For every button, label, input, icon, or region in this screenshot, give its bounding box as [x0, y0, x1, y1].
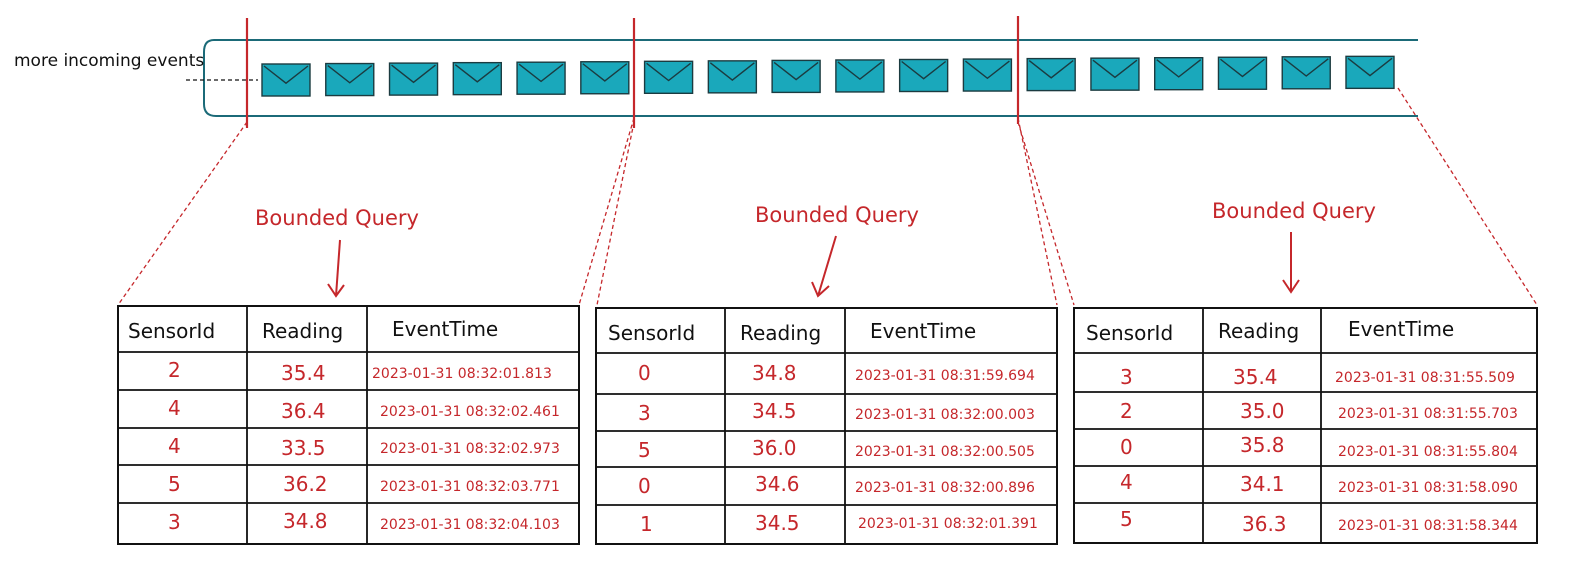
- sensor-id-cell: 1: [640, 512, 653, 536]
- window-markers: [245, 16, 1020, 128]
- envelope-icon: [1345, 55, 1395, 90]
- sensor-id-cell: 5: [168, 472, 181, 496]
- envelope-icon: [452, 61, 502, 96]
- column-header: SensorId: [128, 319, 215, 343]
- down-arrow-icon: [811, 235, 837, 298]
- reading-cell: 34.6: [755, 472, 800, 496]
- sensor-id-cell: 0: [638, 474, 651, 498]
- envelope-icon: [325, 62, 375, 97]
- reading-cell: 36.2: [283, 472, 328, 496]
- column-header: Reading: [1218, 319, 1299, 343]
- projection-line: [596, 121, 635, 306]
- column-header: EventTime: [870, 319, 976, 343]
- column-header: EventTime: [1348, 317, 1454, 341]
- event-time-cell: 2023-01-31 08:32:00.896: [855, 480, 1035, 496]
- column-header: SensorId: [608, 321, 695, 345]
- sensor-id-cell: 5: [1120, 507, 1133, 531]
- envelope-icon: [1217, 56, 1268, 90]
- envelope-icon: [707, 60, 758, 94]
- sensor-id-cell: 4: [168, 396, 181, 420]
- sensor-id-cell: 0: [1120, 435, 1133, 459]
- event-time-cell: 2023-01-31 08:31:58.344: [1338, 518, 1518, 534]
- envelope-icon: [1090, 57, 1140, 91]
- column-header: SensorId: [1086, 321, 1173, 345]
- event-time-cell: 2023-01-31 08:32:01.813: [372, 366, 552, 382]
- envelope-icon: [835, 59, 885, 93]
- reading-cell: 34.1: [1240, 472, 1285, 496]
- envelope-icon: [962, 58, 1013, 92]
- reading-cell: 34.8: [752, 361, 797, 385]
- sensor-id-cell: 0: [638, 361, 651, 385]
- envelope-icon: [898, 58, 949, 93]
- projection-lines: [117, 87, 1538, 306]
- bounded-query-label: Bounded Query: [255, 206, 419, 230]
- stream-pipe: [203, 39, 1418, 117]
- envelope-icon: [388, 62, 439, 96]
- sensor-id-cell: 3: [1120, 365, 1133, 389]
- reading-cell: 34.5: [755, 511, 800, 535]
- reading-cell: 35.0: [1240, 399, 1285, 423]
- envelope-icon: [516, 61, 566, 95]
- event-time-cell: 2023-01-31 08:32:03.771: [380, 479, 560, 495]
- projection-line: [578, 117, 635, 306]
- event-time-cell: 2023-01-31 08:32:04.103: [380, 517, 560, 533]
- table-frame: [117, 305, 580, 545]
- event-time-cell: 2023-01-31 08:32:00.505: [855, 444, 1035, 460]
- column-header: Reading: [740, 321, 821, 345]
- incoming-events-label: more incoming events: [14, 51, 204, 71]
- down-arrow-icon: [1282, 232, 1300, 294]
- query-labels: Bounded Query Bounded Query Bounded Quer…: [255, 199, 1376, 298]
- event-time-cell: 2023-01-31 08:31:59.694: [855, 368, 1035, 384]
- envelope-icon: [261, 63, 311, 97]
- envelope-row: [261, 55, 1395, 97]
- query-result-table-1: SensorId Reading EventTime 2 35.4 2023-0…: [117, 305, 580, 545]
- event-time-cell: 2023-01-31 08:31:55.509: [1335, 370, 1515, 386]
- reading-cell: 35.8: [1240, 433, 1285, 457]
- bounded-query-label: Bounded Query: [1212, 199, 1376, 223]
- sensor-id-cell: 5: [638, 438, 651, 462]
- reading-cell: 36.4: [281, 399, 326, 423]
- bounded-query-label: Bounded Query: [755, 203, 919, 227]
- reading-cell: 34.5: [752, 399, 797, 423]
- projection-line: [1397, 87, 1538, 306]
- reading-cell: 33.5: [281, 436, 326, 460]
- envelope-icon: [643, 60, 694, 94]
- envelope-icon: [1281, 56, 1331, 90]
- sensor-id-cell: 2: [168, 358, 181, 382]
- event-time-cell: 2023-01-31 08:32:02.461: [380, 404, 560, 420]
- envelope-icon: [771, 59, 821, 94]
- sensor-id-cell: 3: [168, 510, 181, 534]
- projection-line: [1017, 117, 1058, 306]
- event-time-cell: 2023-01-31 08:31:58.090: [1338, 480, 1518, 496]
- down-arrow-icon: [327, 239, 345, 298]
- envelope-icon: [1026, 57, 1076, 92]
- query-result-table-2: SensorId Reading EventTime 0 34.8 2023-0…: [595, 307, 1058, 545]
- projection-line: [117, 121, 248, 306]
- query-result-table-3: SensorId Reading EventTime 3 35.4 2023-0…: [1073, 307, 1538, 544]
- projection-line: [1017, 121, 1075, 306]
- reading-cell: 36.0: [752, 436, 797, 460]
- event-time-cell: 2023-01-31 08:31:55.804: [1338, 444, 1518, 460]
- event-time-cell: 2023-01-31 08:31:55.703: [1338, 406, 1518, 422]
- sensor-id-cell: 4: [168, 434, 181, 458]
- event-time-cell: 2023-01-31 08:32:00.003: [855, 407, 1035, 423]
- sensor-id-cell: 2: [1120, 399, 1133, 423]
- event-time-cell: 2023-01-31 08:32:01.391: [858, 516, 1038, 532]
- column-header: Reading: [262, 319, 343, 343]
- envelope-icon: [580, 61, 630, 95]
- column-header: EventTime: [392, 317, 498, 341]
- event-stream: more incoming events: [14, 39, 1418, 117]
- reading-cell: 35.4: [281, 361, 326, 385]
- sensor-id-cell: 4: [1120, 470, 1133, 494]
- reading-cell: 34.8: [283, 509, 328, 533]
- sensor-id-cell: 3: [638, 401, 651, 425]
- event-time-cell: 2023-01-31 08:32:02.973: [380, 441, 560, 457]
- reading-cell: 35.4: [1233, 365, 1278, 389]
- envelope-icon: [1154, 57, 1204, 91]
- reading-cell: 36.3: [1242, 512, 1287, 536]
